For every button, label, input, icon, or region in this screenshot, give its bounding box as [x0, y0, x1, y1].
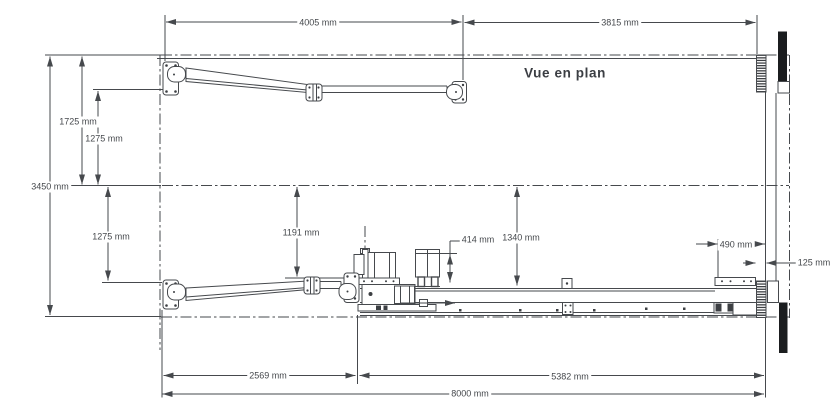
dim-end-offset: 490 mm: [717, 239, 755, 250]
rail-bolt: [519, 309, 522, 312]
dim-top-span-left: 4005 mm: [297, 17, 339, 29]
dim-top-span-right: 3815 mm: [599, 17, 641, 29]
wall-post-bottom: [779, 302, 788, 353]
centerlines: [45, 54, 790, 350]
wall-post-top: [778, 31, 787, 82]
mid-plate: [303, 276, 321, 295]
mid-plate: [305, 83, 323, 102]
dim-bottom-span-right: 5382 mm: [549, 371, 591, 382]
dim-mid-arm-offset: 1191 mm: [280, 227, 322, 238]
lower-chassis: [357, 304, 437, 312]
right-structure: [756, 31, 790, 398]
rail-bolt: [645, 307, 648, 310]
arm-section: [185, 280, 309, 302]
dim-bottom-span-left: 2569 mm: [247, 370, 289, 381]
rail-bolt: [593, 309, 596, 312]
dim-left-upper-inner: 1275 mm: [83, 133, 125, 144]
dim-left-total: 3450 mm: [29, 181, 71, 192]
dim-cabinet-height: 414 mm: [459, 234, 497, 245]
view-title: Vue en plan: [524, 65, 606, 80]
dim-left-upper: 1725 mm: [57, 116, 99, 127]
cabinet-foot: [430, 276, 439, 288]
carriage-inner: [394, 285, 415, 304]
rack-bottom: [756, 280, 767, 318]
side-box: [353, 254, 365, 275]
top-arm: [162, 61, 467, 104]
rail-bolt: [556, 309, 559, 312]
pivot-knuckle: [167, 66, 186, 83]
pivot-knuckle: [167, 283, 186, 301]
bottom-arm: [162, 272, 360, 310]
rail-mid-bracket: [561, 278, 574, 315]
cabinet-foot: [417, 276, 426, 288]
motor-box: [367, 252, 396, 279]
dim-bottom-total: 8000 mm: [449, 388, 491, 400]
post-base-top: [777, 81, 790, 94]
rail-bolt: [459, 309, 462, 312]
dim-rack-gap: 125 mm: [795, 257, 833, 269]
guide-rail: [360, 277, 757, 316]
rail-end-assembly: [713, 277, 757, 316]
dim-left-lower-inner: 1275 mm: [90, 231, 132, 242]
drive-unit: [353, 248, 455, 312]
rack-top: [756, 54, 767, 93]
dim-mid-rail-offset: 1340 mm: [500, 232, 542, 243]
end-cap: [446, 84, 463, 100]
post-base-bottom: [767, 280, 779, 303]
rail-bolt: [683, 307, 686, 310]
